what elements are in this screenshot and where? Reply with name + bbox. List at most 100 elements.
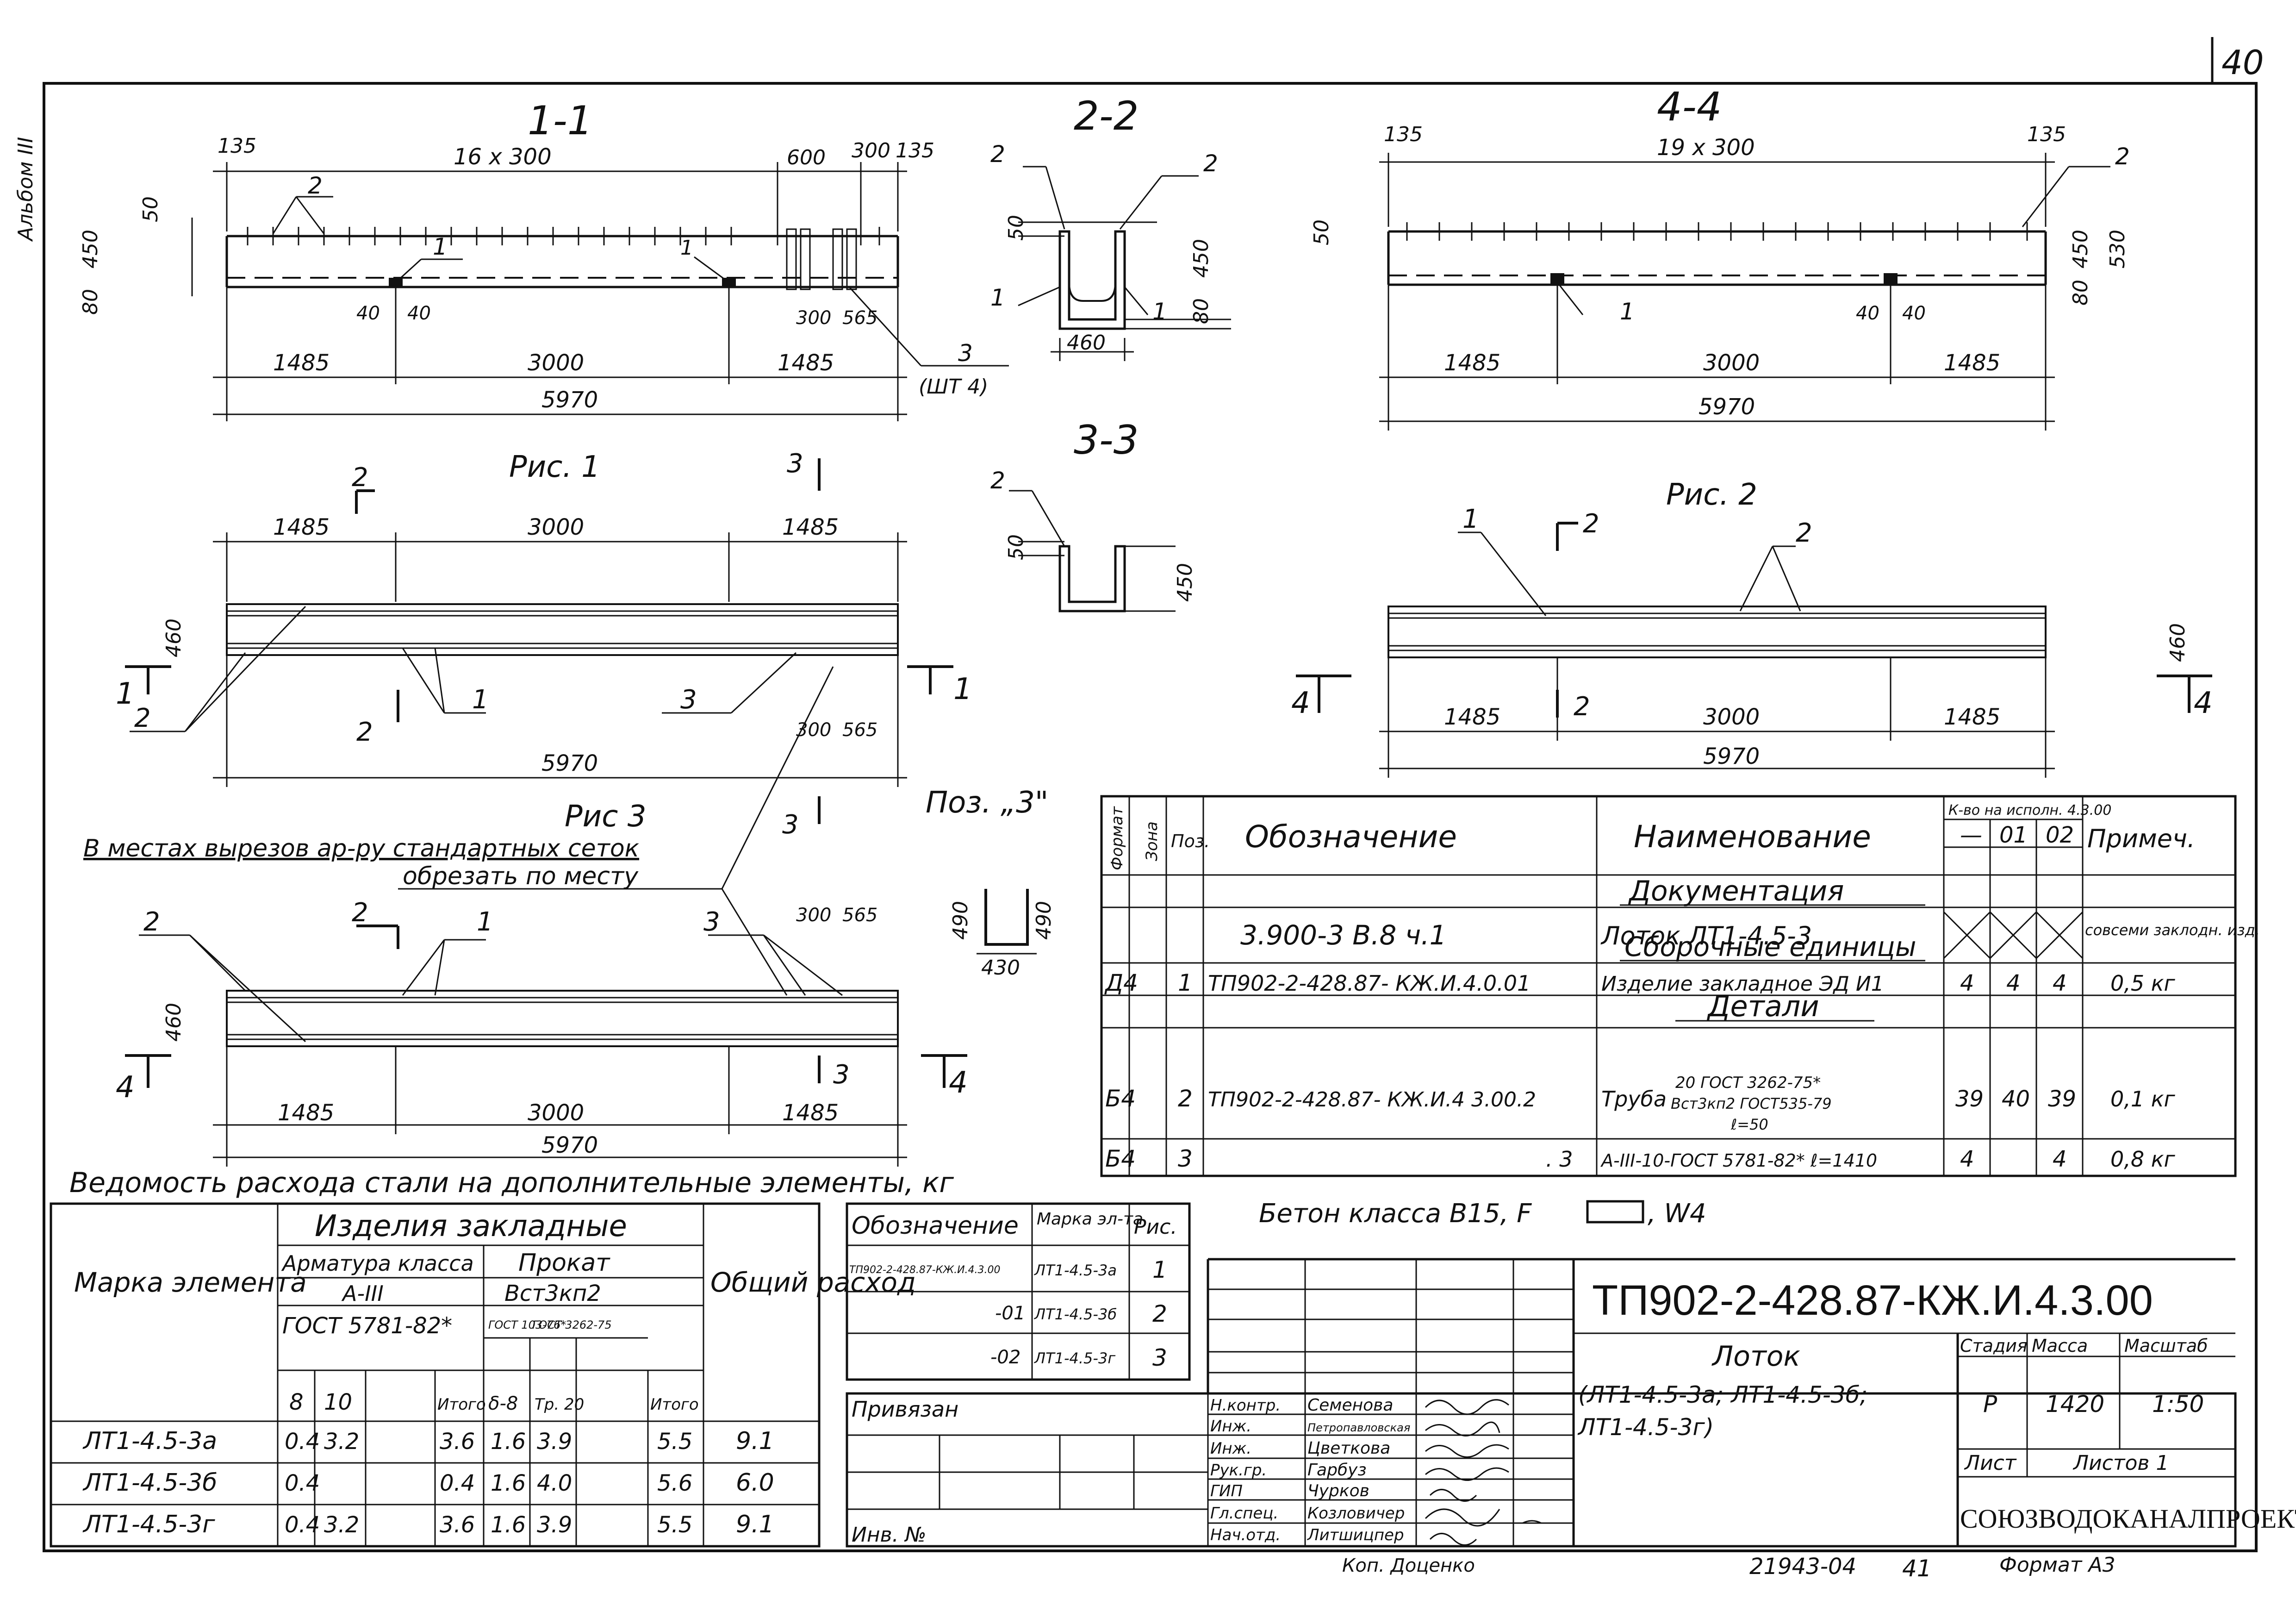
row2-fig: 2 xyxy=(1152,1300,1167,1327)
concrete-w: , W4 xyxy=(1648,1199,1706,1229)
dim-3000: 3000 xyxy=(1703,350,1760,376)
row3-name2: 20 ГОСТ 3262-75* xyxy=(1675,1074,1821,1092)
pipe-ticks xyxy=(1406,222,2028,241)
beam-plan xyxy=(226,990,899,1047)
row4-name: А-III-10-ГОСТ 5781-82* ℓ=1410 xyxy=(1600,1150,1877,1171)
group-assemblies: Сборочные единицы xyxy=(1624,931,1916,962)
section-mark-1-left: 1 xyxy=(116,677,135,711)
dim-40-a: 40 xyxy=(1856,303,1879,324)
head-q1: 01 xyxy=(1999,822,2028,848)
head-c8: 8 xyxy=(289,1389,304,1415)
row3-total: 9.1 xyxy=(736,1511,774,1538)
row2-fmt: Д4 xyxy=(1104,969,1138,996)
head-format: Формат xyxy=(1108,806,1126,870)
attached-label: Привязан xyxy=(852,1397,958,1422)
figure-1: Рис. 1 1485 3000 1485 460 300 565 5970 2… xyxy=(116,449,972,787)
inventory-number: 21943-04 xyxy=(1749,1554,1856,1580)
row3-tr: 3.9 xyxy=(537,1512,572,1538)
row2-mark: ЛТ1-4.5-3б xyxy=(82,1469,217,1497)
dim-total: 5970 xyxy=(541,1132,598,1158)
row1-a10: 3.2 xyxy=(324,1429,359,1455)
row2-note: 0,5 кг xyxy=(2110,971,2176,996)
copied-by: Коп. Доценко xyxy=(1342,1555,1475,1576)
dim-total: 5970 xyxy=(1699,394,1755,420)
row1-tr: 3.9 xyxy=(537,1429,572,1455)
pos3-h1: 490 xyxy=(949,901,972,940)
side-label: Альбом III xyxy=(14,137,37,242)
callout-1-a: 1 xyxy=(433,233,448,260)
scale-value: 1:50 xyxy=(2152,1391,2204,1418)
callout-2: 2 xyxy=(308,172,323,199)
callout-2: 2 xyxy=(2115,143,2130,170)
callout-2: 2 xyxy=(134,703,151,733)
group-details: Детали xyxy=(1706,989,1819,1023)
dim-300-bottom: 300 xyxy=(796,307,831,329)
figure-title: Рис. 2 xyxy=(1666,478,1757,512)
dim-1485-a: 1485 xyxy=(1444,350,1500,376)
row3-mark: ЛТ1-4.5-3г xyxy=(1034,1349,1115,1367)
dim-1485-b: 1485 xyxy=(778,350,834,376)
callout-1-b: 1 xyxy=(1152,298,1167,325)
dim-1485-b: 1485 xyxy=(1944,350,2000,376)
stage-head: Стадия xyxy=(1960,1336,2028,1356)
group-documentation: Документация xyxy=(1628,875,1844,907)
name-3: Цветкова xyxy=(1307,1439,1390,1458)
row3-it2: 5.5 xyxy=(657,1512,692,1538)
section-3-3: 3-3 50 450 2 xyxy=(990,417,1197,612)
section-2-2: 2-2 50 450 80 460 2 2 1 1 xyxy=(990,93,1231,361)
row4-q2: 4 xyxy=(2053,1146,2067,1172)
row2-pos: 1 xyxy=(1178,969,1193,996)
dim-450: 450 xyxy=(2069,230,2092,269)
dim-1485-b: 1485 xyxy=(782,1100,839,1126)
name-4: Гарбуз xyxy=(1307,1461,1367,1480)
head-gost1: ГОСТ 103-76* xyxy=(488,1318,566,1331)
dim-1485-b: 1485 xyxy=(782,514,839,540)
mass-head: Масса xyxy=(2032,1336,2088,1356)
role-5: ГИП xyxy=(1210,1482,1243,1500)
dim-40-b: 40 xyxy=(407,303,431,324)
row2-mark: ЛТ1-4.5-3б xyxy=(1034,1305,1117,1323)
row2-q2: 4 xyxy=(2053,970,2067,996)
row2-des: ТП902-2-428.87- КЖ.И.4.0.01 xyxy=(1208,971,1531,996)
dim-50: 50 xyxy=(1004,534,1028,560)
dim-span: 19 x 300 xyxy=(1657,135,1755,161)
dim-450: 450 xyxy=(79,230,102,269)
head-itogo: Итого xyxy=(437,1395,486,1414)
head-designation: Обозначение xyxy=(1245,819,1457,855)
section-mark-3-top: 3 xyxy=(782,810,799,840)
rod-u-shape xyxy=(984,889,1029,946)
dim-50: 50 xyxy=(139,196,162,222)
row3-des: ТП902-2-428.87- КЖ.И.4 3.00.2 xyxy=(1208,1088,1536,1112)
pos3-detail: Поз. „3" 490 490 430 xyxy=(926,786,1056,980)
u-inner xyxy=(1068,241,1116,302)
dim-40-b: 40 xyxy=(1902,303,1926,324)
dim-460: 460 xyxy=(162,618,186,657)
mass-value: 1420 xyxy=(2046,1391,2104,1418)
row1-a8: 0.4 xyxy=(285,1429,320,1455)
callout-2b: 2 xyxy=(1203,150,1218,177)
row3-fig: 3 xyxy=(1152,1344,1167,1371)
row3-name3: Вст3кп2 ГОСТ535-79 xyxy=(1671,1095,1832,1112)
row3-fmt: Б4 xyxy=(1105,1085,1136,1112)
dim-565: 565 xyxy=(842,905,877,926)
callout-2: 2 xyxy=(990,141,1005,168)
signatures xyxy=(1425,1399,1542,1546)
dim-135-left: 135 xyxy=(218,134,256,158)
dim-450: 450 xyxy=(1189,239,1213,278)
head-mark: Марка элемента xyxy=(74,1267,307,1298)
row3-name: Труба xyxy=(1601,1087,1667,1112)
row2-it2: 5.6 xyxy=(657,1470,692,1496)
organization: СОЮЗВОДОКАНАЛПРОЕКТ xyxy=(1960,1504,2296,1534)
head-c10: 10 xyxy=(324,1389,352,1415)
row3-note: 0,1 кг xyxy=(2110,1087,2176,1112)
sheet-head: Лист xyxy=(1964,1451,2017,1475)
section-1-1: 1-1 135 16 x 300 600 300 135 xyxy=(79,98,1009,421)
head-pos: Поз. xyxy=(1171,831,1210,851)
inv-label: Инв. № xyxy=(852,1523,926,1547)
row4-note: 0,8 кг xyxy=(2110,1147,2176,1172)
figure-title: Рис. 1 xyxy=(509,450,600,484)
section-mark-4-right: 4 xyxy=(2194,686,2213,720)
note-line-2: обрезать по месту xyxy=(403,862,639,890)
role-4: Рук.гр. xyxy=(1210,1461,1267,1480)
head-note: Примеч. xyxy=(2087,824,2195,853)
